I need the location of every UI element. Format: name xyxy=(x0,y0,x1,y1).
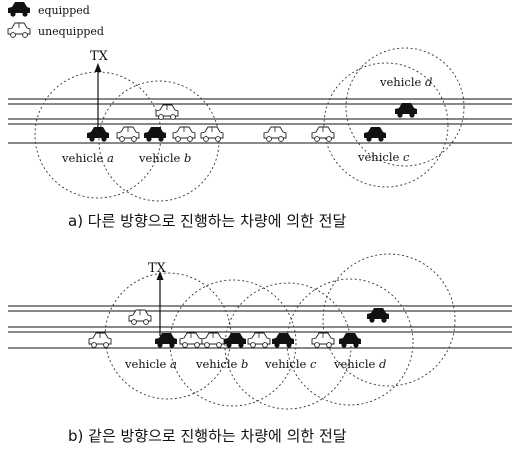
vehicle-label-b: vehicle b xyxy=(195,357,248,371)
vehicle-label-d: vehicle d xyxy=(333,357,386,371)
legend-equipped-label: equipped xyxy=(38,4,90,17)
vehicle-label-a: vehicle a xyxy=(61,151,114,165)
vehicle-label-b: vehicle b xyxy=(138,151,191,165)
car-unequipped xyxy=(247,332,271,348)
car-unequipped xyxy=(128,309,152,325)
car-equipped xyxy=(395,103,417,118)
car-equipped xyxy=(367,308,389,323)
car-unequipped xyxy=(311,332,335,348)
car-unequipped xyxy=(172,126,196,142)
vehicle-label-c: vehicle c xyxy=(357,150,410,164)
car-equipped-vehicle-c xyxy=(272,333,294,348)
car-unequipped xyxy=(88,332,112,348)
vehicle-labels-b: vehicle a vehicle b vehicle c vehicle d xyxy=(124,357,386,371)
scenario-a: TX vehicle a vehicle b vehicle c vehicle… xyxy=(8,47,512,230)
legend-equipped-car-icon xyxy=(8,2,30,17)
car-equipped-vehicle-d xyxy=(339,333,361,348)
caption-a: a) 다른 방향으로 진행하는 차량에 의한 전달 xyxy=(68,212,346,230)
road-a xyxy=(8,98,512,144)
car-unequipped xyxy=(155,104,179,120)
vehicle-labels-a: vehicle a vehicle b vehicle c vehicle d xyxy=(61,75,432,165)
car-unequipped xyxy=(179,332,203,348)
vehicle-label-c: vehicle c xyxy=(264,357,317,371)
road-b xyxy=(8,305,512,349)
tx-label-b: TX xyxy=(148,261,167,276)
vehicles-a xyxy=(87,103,417,142)
tx-label-a: TX xyxy=(90,49,109,64)
car-unequipped xyxy=(201,332,225,348)
scenario-b: TX vehicle a vehicle b vehicle c vehicle… xyxy=(8,253,512,445)
car-equipped-vehicle-a xyxy=(87,127,109,142)
tx-arrow-a: TX xyxy=(90,49,109,128)
caption-b: b) 같은 방향으로 진행하는 차량에 의한 전달 xyxy=(68,427,347,445)
tx-arrow-b: TX xyxy=(148,261,167,336)
legend: equipped unequipped xyxy=(7,2,104,38)
car-unequipped xyxy=(311,126,335,142)
vehicle-label-d: vehicle d xyxy=(379,75,432,89)
vehicles-b xyxy=(88,308,389,348)
car-equipped-vehicle-b xyxy=(224,333,246,348)
car-unequipped xyxy=(200,126,224,142)
vehicle-label-a: vehicle a xyxy=(124,357,177,371)
car-equipped-vehicle-b xyxy=(144,127,166,142)
car-unequipped xyxy=(116,126,140,142)
car-unequipped xyxy=(263,126,287,142)
legend-unequipped-car-icon xyxy=(7,22,31,38)
car-equipped-vehicle-a xyxy=(155,333,177,348)
car-equipped-vehicle-c xyxy=(364,127,386,142)
legend-unequipped-label: unequipped xyxy=(38,25,104,38)
